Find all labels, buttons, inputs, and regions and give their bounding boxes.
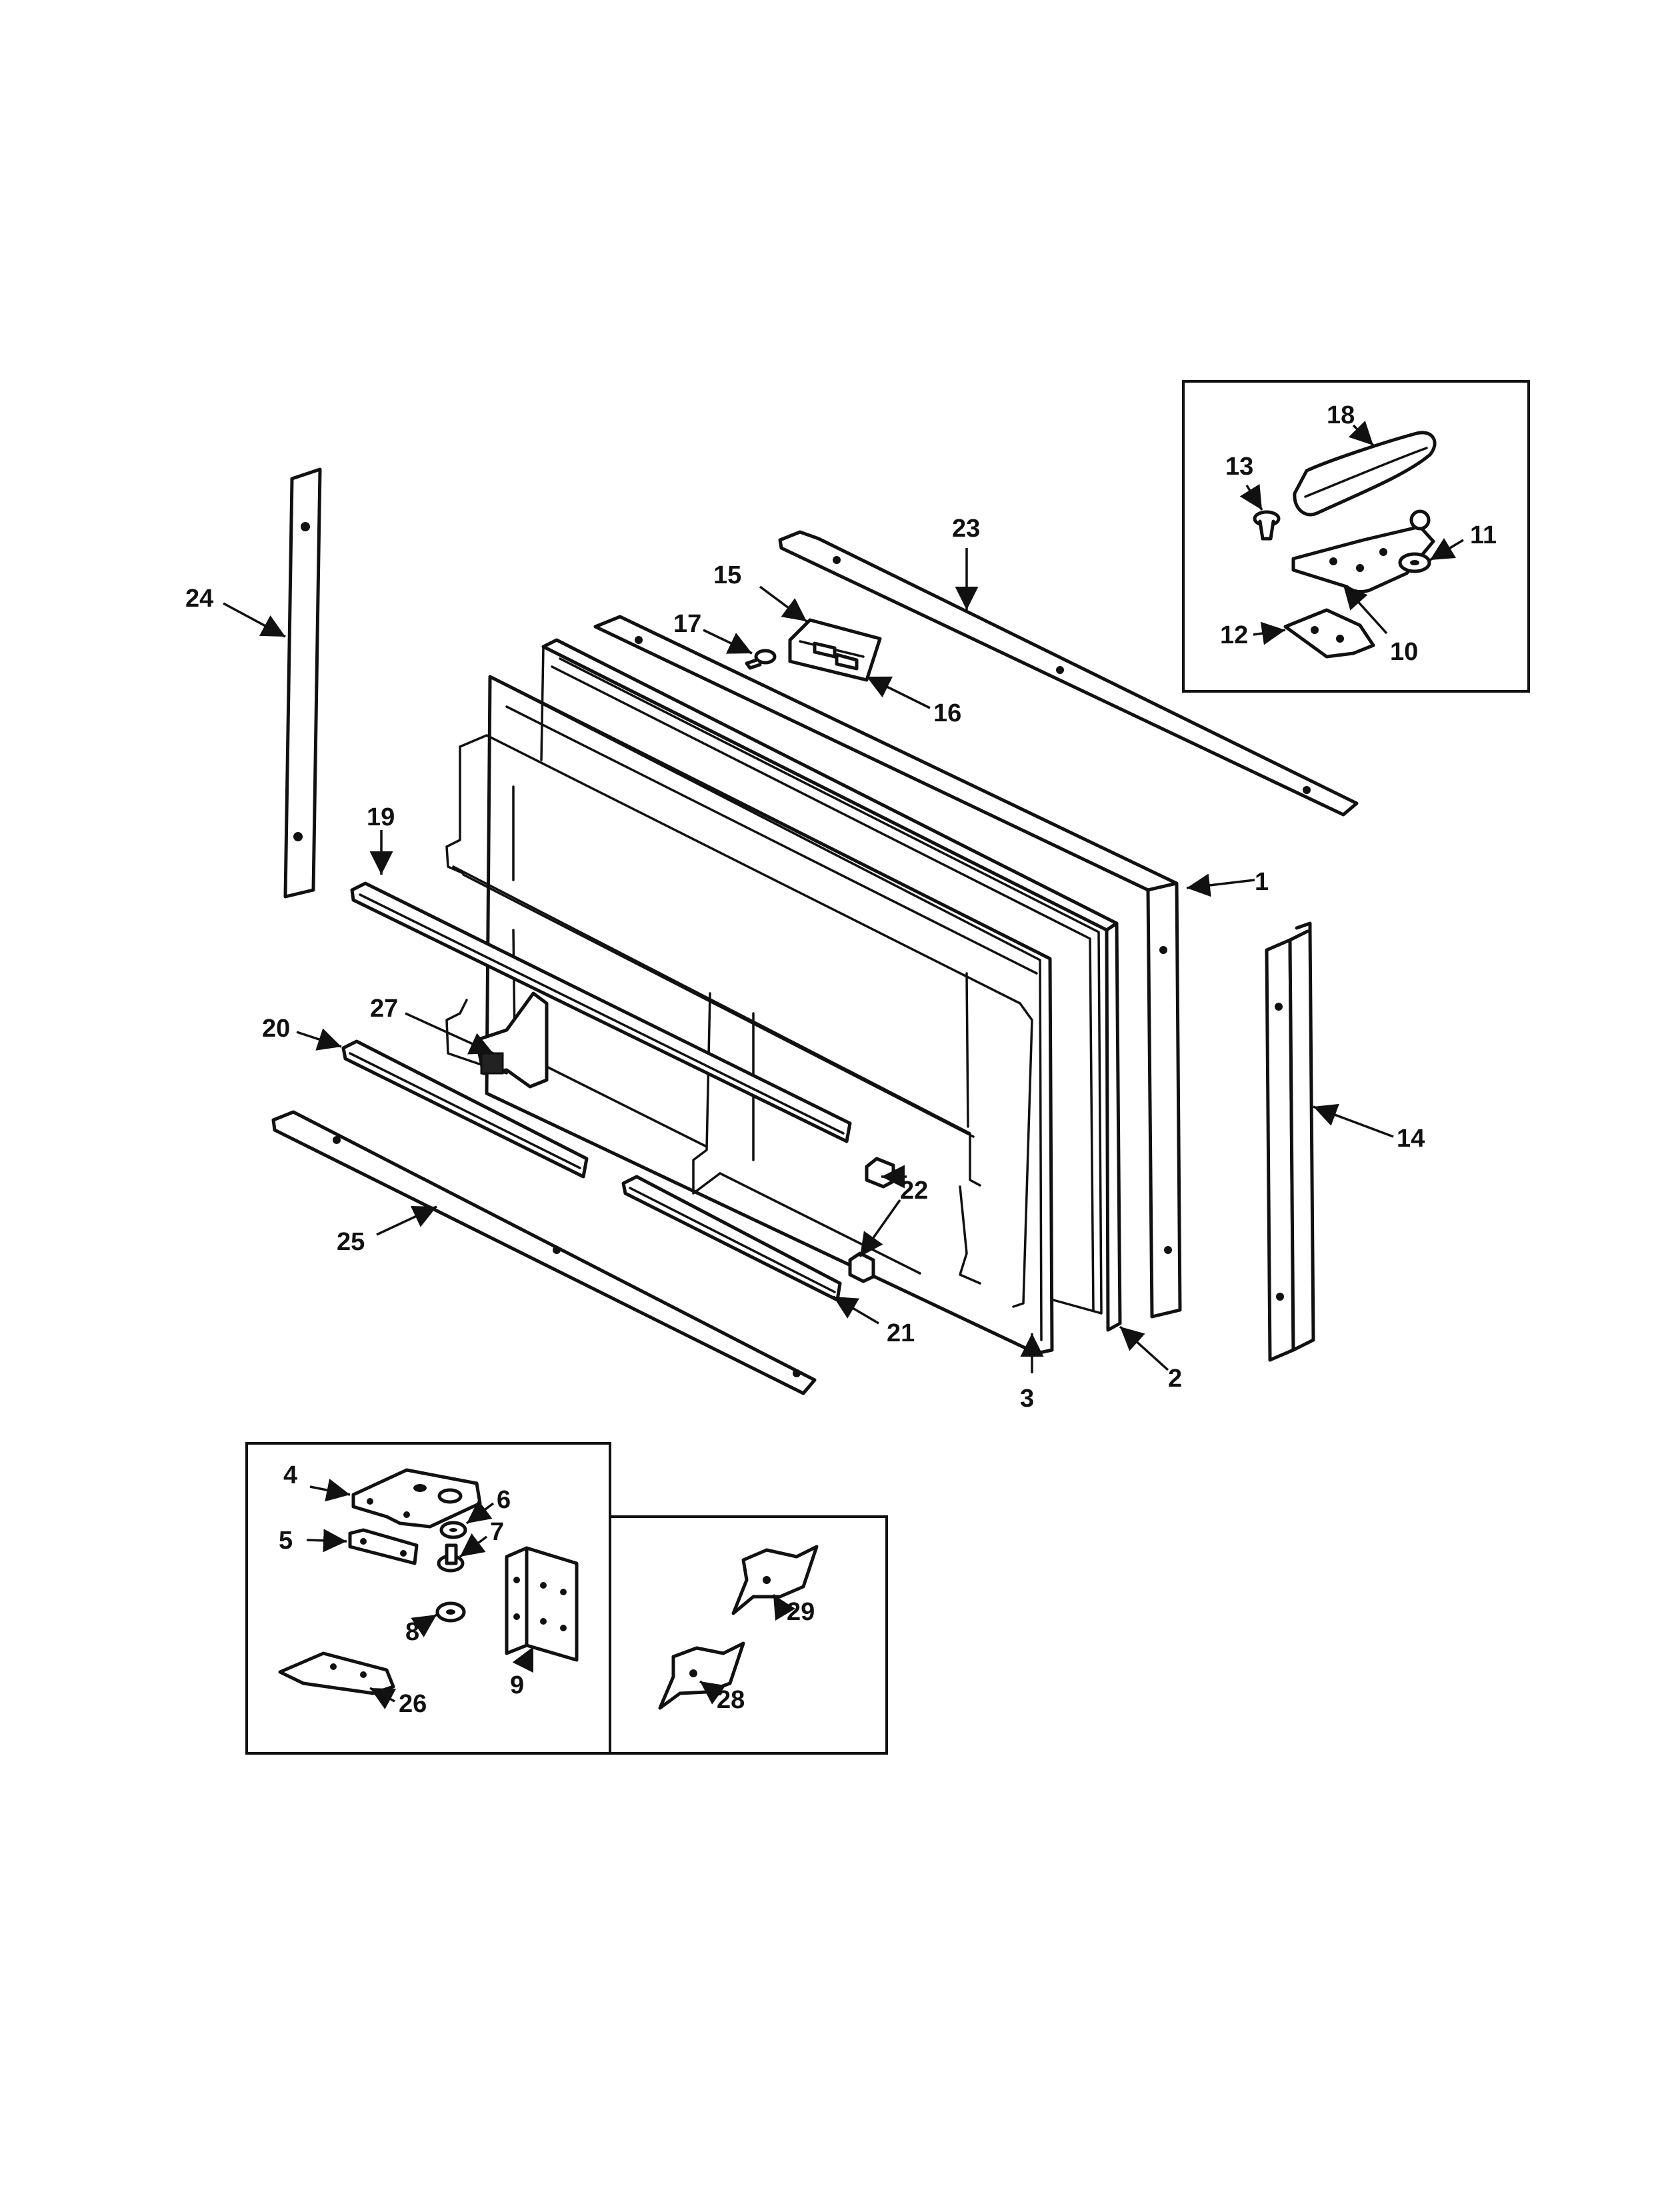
callout-label-8: 8 — [405, 1618, 419, 1646]
hinge-cover-part — [1293, 431, 1437, 517]
lower-hinge-pin — [437, 1543, 465, 1573]
lower-hinge-washer — [439, 1521, 467, 1539]
door-gasket — [540, 638, 1122, 1332]
hinge-shim-part — [1283, 608, 1375, 659]
callout-label-14: 14 — [1397, 1125, 1425, 1153]
hinge-detail-box — [1182, 380, 1530, 693]
outer-door-panel — [593, 615, 1182, 1319]
callout-label-27: 27 — [370, 995, 398, 1023]
callout-label-9: 9 — [510, 1671, 524, 1699]
right-trim-strip — [1265, 921, 1315, 1362]
shelf-rail — [350, 881, 852, 1143]
callout-label-6: 6 — [497, 1486, 511, 1514]
callout-labels: 1 2 3 4 5 6 7 8 9 10 11 12 13 14 15 16 1… — [185, 401, 1497, 1718]
handle-screw — [745, 649, 777, 670]
bottom-trim-strip — [271, 1110, 817, 1395]
door-liner — [485, 675, 1054, 1355]
callout-label-1: 1 — [1255, 868, 1269, 896]
lower-rail-right — [621, 1175, 842, 1302]
callout-label-12: 12 — [1220, 621, 1248, 649]
callout-label-21: 21 — [887, 1319, 915, 1347]
lower-hinge-bracket — [351, 1468, 482, 1529]
lower-hinge-base — [278, 1651, 395, 1695]
hinge-pin-part — [1253, 510, 1281, 541]
callout-label-7: 7 — [490, 1518, 504, 1546]
callout-label-26: 26 — [399, 1690, 427, 1718]
lower-hinge-plate — [505, 1546, 579, 1662]
callout-label-23: 23 — [952, 515, 980, 543]
callout-label-25: 25 — [337, 1228, 365, 1256]
callout-label-16: 16 — [933, 699, 961, 727]
clip-detail-box — [609, 1515, 888, 1755]
top-trim-strip — [778, 530, 1359, 817]
callout-label-10: 10 — [1390, 638, 1418, 666]
callout-label-24: 24 — [185, 585, 213, 613]
hinge-plate-part — [1291, 509, 1435, 594]
callout-label-20: 20 — [262, 1015, 290, 1043]
spring-clip-upper — [731, 1545, 819, 1615]
callout-label-13: 13 — [1225, 453, 1253, 481]
callout-label-22: 22 — [900, 1177, 928, 1205]
callout-label-11: 11 — [1470, 521, 1497, 549]
callout-label-29: 29 — [787, 1598, 815, 1626]
lower-hinge-shim — [348, 1528, 419, 1565]
callout-lines — [223, 420, 1464, 1710]
shelf-clip-upper — [865, 1157, 895, 1189]
shelf-clip-lower — [848, 1251, 875, 1283]
callout-label-17: 17 — [673, 610, 701, 638]
callout-label-4: 4 — [283, 1461, 297, 1489]
inner-liner — [445, 734, 1033, 1308]
callout-label-18: 18 — [1327, 401, 1355, 429]
callout-label-19: 19 — [367, 803, 395, 831]
lower-rail-left — [341, 1039, 589, 1179]
callout-label-3: 3 — [1020, 1385, 1034, 1413]
left-trim-strip — [283, 467, 322, 899]
lower-hinge-spacer — [435, 1601, 466, 1623]
hinge-washer-part — [1398, 552, 1431, 573]
callout-label-5: 5 — [279, 1527, 293, 1555]
callout-label-2: 2 — [1168, 1365, 1182, 1393]
callout-label-28: 28 — [717, 1686, 745, 1714]
callout-label-15: 15 — [713, 561, 741, 589]
